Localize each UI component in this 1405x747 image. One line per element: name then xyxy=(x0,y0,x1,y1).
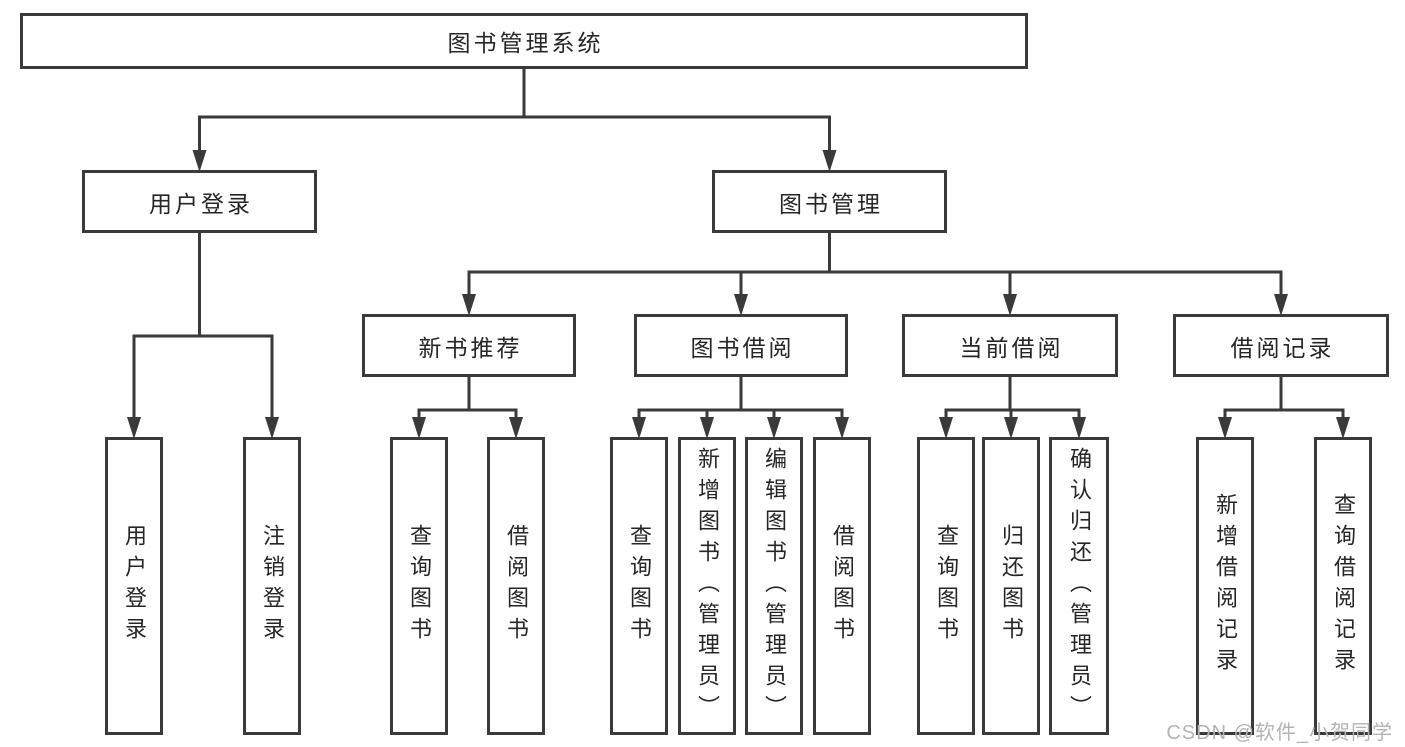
arrow-down-icon xyxy=(1336,417,1350,439)
arrow-down-icon xyxy=(1003,294,1017,316)
node-leaf-edit-book: 编辑图书（管理员） xyxy=(745,437,803,735)
arrow-down-icon xyxy=(127,417,141,439)
node-label-book-borrow: 图书借阅 xyxy=(690,334,795,361)
arrow-down-icon xyxy=(509,417,523,439)
node-label-leaf-query-book-3: 查询图书 xyxy=(934,524,959,648)
node-label-book-mgmt: 图书管理 xyxy=(779,190,883,217)
arrow-down-icon xyxy=(939,417,953,439)
node-label-leaf-return-book: 归还图书 xyxy=(999,524,1024,648)
node-label-leaf-query-record: 查询借阅记录 xyxy=(1331,493,1356,679)
arrow-down-icon xyxy=(700,417,714,439)
node-label-leaf-logout: 注销登录 xyxy=(260,524,285,648)
node-leaf-confirm-return: 确认归还（管理员） xyxy=(1049,437,1109,735)
node-label-borrow-records: 借阅记录 xyxy=(1230,334,1335,361)
node-book-borrow: 图书借阅 xyxy=(634,314,848,377)
node-leaf-query-book-2: 查询图书 xyxy=(610,437,668,735)
arrow-down-icon xyxy=(192,150,207,172)
node-book-mgmt: 图书管理 xyxy=(712,170,947,233)
arrow-down-icon xyxy=(767,417,781,439)
node-new-books: 新书推荐 xyxy=(362,314,576,377)
node-label-leaf-add-book: 新增图书（管理员） xyxy=(695,446,720,726)
watermark: CSDN @软件_小贺同学 xyxy=(1166,722,1393,744)
node-label-leaf-edit-book: 编辑图书（管理员） xyxy=(762,446,787,726)
arrow-down-icon xyxy=(632,417,646,439)
node-label-root: 图书管理系统 xyxy=(447,30,604,56)
node-leaf-login: 用户登录 xyxy=(105,437,163,735)
node-leaf-borrow-book-1: 借阅图书 xyxy=(487,437,545,735)
arrow-down-icon xyxy=(462,294,476,316)
arrow-down-icon xyxy=(1218,417,1232,439)
node-label-leaf-borrow-book-2: 借阅图书 xyxy=(830,524,855,648)
node-leaf-query-book-1: 查询图书 xyxy=(390,437,448,735)
node-current-borrow: 当前借阅 xyxy=(902,314,1118,377)
arrow-down-icon xyxy=(412,417,426,439)
node-root: 图书管理系统 xyxy=(20,13,1028,69)
node-label-leaf-add-record: 新增借阅记录 xyxy=(1213,493,1238,679)
arrow-down-icon xyxy=(835,417,849,439)
node-leaf-borrow-book-2: 借阅图书 xyxy=(813,437,871,735)
arrow-down-icon xyxy=(265,417,279,439)
node-label-leaf-query-book-1: 查询图书 xyxy=(407,524,432,648)
node-leaf-add-book: 新增图书（管理员） xyxy=(678,437,736,735)
arrow-down-icon xyxy=(822,150,837,172)
node-label-current-borrow: 当前借阅 xyxy=(959,334,1064,361)
node-user-login: 用户登录 xyxy=(82,170,317,233)
node-leaf-query-book-3: 查询图书 xyxy=(917,437,975,735)
node-label-user-login: 用户登录 xyxy=(149,190,253,217)
arrow-down-icon xyxy=(734,294,748,316)
node-leaf-logout: 注销登录 xyxy=(243,437,301,735)
arrow-down-icon xyxy=(1072,417,1086,439)
node-leaf-return-book: 归还图书 xyxy=(982,437,1040,735)
arrow-down-icon xyxy=(1274,294,1288,316)
node-leaf-query-record: 查询借阅记录 xyxy=(1314,437,1372,735)
node-borrow-records: 借阅记录 xyxy=(1173,314,1389,377)
arrow-down-icon xyxy=(1004,417,1018,439)
node-label-leaf-query-book-2: 查询图书 xyxy=(627,524,652,648)
node-leaf-add-record: 新增借阅记录 xyxy=(1196,437,1254,735)
node-label-leaf-login: 用户登录 xyxy=(122,524,147,648)
node-label-new-books: 新书推荐 xyxy=(418,334,523,361)
node-label-leaf-borrow-book-1: 借阅图书 xyxy=(504,524,529,648)
node-label-leaf-confirm-return: 确认归还（管理员） xyxy=(1067,446,1092,726)
